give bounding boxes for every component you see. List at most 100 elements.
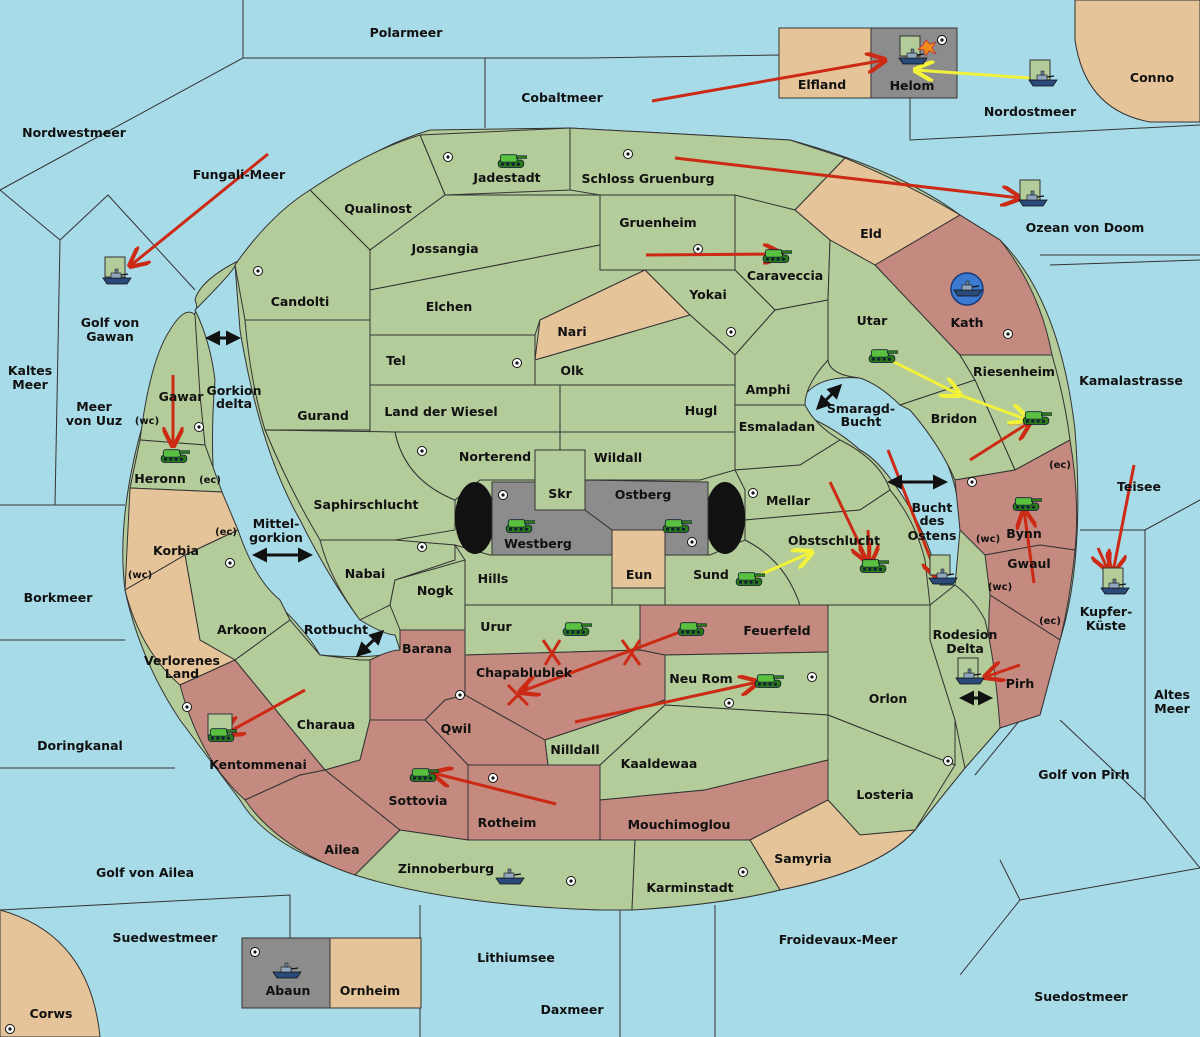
label-gruenheim: Gruenheim bbox=[619, 215, 696, 230]
label-abaun: Abaun bbox=[266, 983, 311, 998]
label-gorkion-delta-2: delta bbox=[216, 396, 252, 411]
label-bridon: Bridon bbox=[931, 411, 977, 426]
dislodged-box bbox=[929, 554, 951, 576]
label-qualinost: Qualinost bbox=[344, 201, 411, 216]
region-nabai[interactable] bbox=[319, 539, 456, 621]
label-elfland: Elfland bbox=[798, 77, 846, 92]
x-mark-icon bbox=[506, 639, 642, 707]
tank-icon[interactable] bbox=[505, 519, 535, 534]
region-candolti[interactable] bbox=[234, 189, 371, 321]
region-samyria[interactable] bbox=[749, 799, 917, 891]
tank-icon[interactable] bbox=[207, 728, 237, 743]
label-jadestadt: Jadestadt bbox=[472, 170, 540, 185]
label-hills: Hills bbox=[478, 571, 509, 586]
label-cobaltmeer: Cobaltmeer bbox=[521, 90, 603, 105]
label-utar: Utar bbox=[857, 313, 889, 328]
label-ec-heronn: (ec) bbox=[199, 475, 221, 486]
tank-icon[interactable] bbox=[677, 622, 707, 637]
label-ornheim: Ornheim bbox=[340, 983, 400, 998]
supply-center-icon bbox=[726, 327, 736, 337]
label-mittelgorkion-1: Mittel- bbox=[253, 516, 300, 531]
region-ornheim[interactable] bbox=[329, 937, 422, 1009]
region-karminstadt[interactable] bbox=[631, 839, 781, 911]
region-gurand[interactable] bbox=[244, 319, 371, 431]
label-fungali-meer: Fungali-Meer bbox=[193, 167, 286, 182]
label-ec-korbia: (ec) bbox=[215, 527, 237, 538]
label-yokai: Yokai bbox=[688, 287, 727, 302]
supply-center-icon bbox=[937, 35, 947, 45]
region-conno[interactable] bbox=[1074, 0, 1200, 123]
tank-icon[interactable] bbox=[762, 249, 792, 264]
label-nordwestmeer: Nordwestmeer bbox=[22, 125, 127, 140]
label-rotheim: Rotheim bbox=[478, 815, 537, 830]
label-olk: Olk bbox=[560, 363, 584, 378]
supply-center-icon bbox=[417, 542, 427, 552]
label-doringkanal: Doringkanal bbox=[37, 738, 123, 753]
label-suedostmeer: Suedostmeer bbox=[1034, 989, 1128, 1004]
tank-icon[interactable] bbox=[735, 572, 765, 587]
tank-icon[interactable] bbox=[859, 559, 889, 574]
label-tel: Tel bbox=[386, 353, 406, 368]
supply-center-icon bbox=[724, 698, 734, 708]
label-smaragd-bucht-2: Bucht bbox=[841, 414, 882, 429]
label-kamalastrasse: Kamalastrasse bbox=[1079, 373, 1183, 388]
label-suedwestmeer: Suedwestmeer bbox=[113, 930, 219, 945]
label-wc-bynn: (wc) bbox=[976, 534, 1000, 545]
region-eun[interactable] bbox=[611, 529, 666, 589]
label-feuerfeld: Feuerfeld bbox=[743, 623, 810, 638]
label-samyria: Samyria bbox=[774, 851, 832, 866]
label-kupfer-kueste-2: Küste bbox=[1086, 618, 1126, 633]
label-qwil: Qwil bbox=[441, 721, 472, 736]
supply-center-icon bbox=[455, 690, 465, 700]
supply-center-icon bbox=[693, 244, 703, 254]
label-meer-von-uuz-1: Meer bbox=[76, 399, 112, 414]
label-charaua: Charaua bbox=[297, 717, 355, 732]
label-ec-bynn: (ec) bbox=[1049, 460, 1071, 471]
label-altes-meer-2: Meer bbox=[1154, 701, 1190, 716]
label-borkmeer: Borkmeer bbox=[24, 590, 94, 605]
supply-center-icon bbox=[623, 149, 633, 159]
label-urur: Urur bbox=[480, 619, 512, 634]
label-bynn: Bynn bbox=[1006, 526, 1041, 541]
label-altes-meer-1: Altes bbox=[1154, 687, 1190, 702]
label-kaaldewaa: Kaaldewaa bbox=[621, 756, 698, 771]
label-gwaul: Gwaul bbox=[1007, 556, 1050, 571]
region-qualinost[interactable] bbox=[309, 134, 446, 251]
region-gruenheim[interactable] bbox=[599, 194, 736, 271]
region-wildall[interactable] bbox=[559, 431, 736, 481]
region-verlorenes-land[interactable] bbox=[124, 554, 237, 686]
supply-center-icon bbox=[748, 488, 758, 498]
label-skr: Skr bbox=[548, 486, 572, 501]
tank-icon[interactable] bbox=[409, 768, 439, 783]
supply-center-icon bbox=[194, 422, 204, 432]
label-caraveccia: Caraveccia bbox=[747, 268, 823, 283]
labels: Polarmeer Conno Nordostmeer Cobaltmeer E… bbox=[8, 25, 1191, 1021]
label-esmaladan: Esmaladan bbox=[739, 419, 815, 434]
capital-caps-left bbox=[455, 482, 495, 554]
label-elchen: Elchen bbox=[426, 299, 473, 314]
label-amphi: Amphi bbox=[746, 382, 791, 397]
label-nabai: Nabai bbox=[345, 566, 386, 581]
tank-icon[interactable] bbox=[1022, 411, 1052, 426]
tank-icon[interactable] bbox=[662, 519, 692, 534]
region-skr[interactable] bbox=[534, 449, 586, 511]
tank-icon[interactable] bbox=[497, 154, 527, 169]
tank-icon[interactable] bbox=[562, 622, 592, 637]
label-bucht-des-ostens-2: des bbox=[920, 513, 945, 528]
region-elfland[interactable] bbox=[778, 27, 872, 99]
tank-icon[interactable] bbox=[754, 674, 784, 689]
tank-icon[interactable] bbox=[868, 349, 898, 364]
label-gorkion-delta-1: Gorkion bbox=[206, 383, 261, 398]
label-gurand: Gurand bbox=[297, 408, 349, 423]
label-nordostmeer: Nordostmeer bbox=[984, 104, 1077, 119]
label-candolti: Candolti bbox=[271, 294, 330, 309]
label-saphirschlucht: Saphirschlucht bbox=[314, 497, 419, 512]
label-kaltes-meer-2: Meer bbox=[12, 377, 48, 392]
supply-center-icon bbox=[1003, 329, 1013, 339]
tank-icon[interactable] bbox=[1012, 497, 1042, 512]
label-riesenheim: Riesenheim bbox=[973, 364, 1055, 379]
label-sottovia: Sottovia bbox=[389, 793, 448, 808]
label-kupfer-kueste-1: Kupfer- bbox=[1080, 604, 1133, 619]
tank-icon[interactable] bbox=[160, 449, 190, 464]
supply-center-icon bbox=[943, 756, 953, 766]
